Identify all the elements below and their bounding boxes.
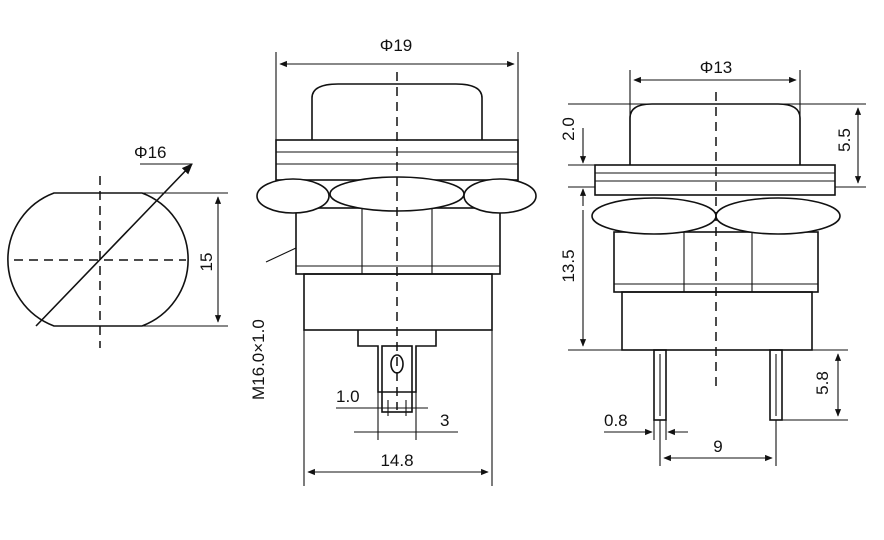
side-view: Φ19 M16.0×1.0 1.0 — [249, 36, 537, 486]
button-cap — [311, 83, 483, 140]
lead-spacing-label: 3 — [440, 411, 449, 430]
hex-nut — [295, 207, 501, 275]
right-button-cap — [629, 103, 801, 165]
right-head-diameter-label: Φ13 — [700, 58, 732, 77]
body-width-label: 14.8 — [380, 451, 413, 470]
pin-spacing-label: 9 — [713, 437, 722, 456]
flat-height-label: 15 — [197, 253, 216, 272]
lead-width-label: 1.0 — [336, 387, 360, 406]
switch-body — [303, 273, 493, 331]
front-view: Φ16 15 — [7, 143, 228, 348]
front-diameter-label: Φ16 — [134, 143, 166, 162]
thread-label: M16.0×1.0 — [249, 319, 268, 400]
cap-height-label: 2.0 — [559, 117, 578, 141]
right-washer-right — [715, 197, 841, 235]
pin-length-label: 5.8 — [813, 371, 832, 395]
pin-thickness-label: 0.8 — [604, 411, 628, 430]
washer-right — [463, 178, 537, 214]
right-flange — [594, 164, 836, 196]
side-head-diameter-label: Φ19 — [380, 36, 412, 55]
head-height-label: 5.5 — [835, 128, 854, 152]
thread-leader — [265, 247, 297, 263]
body-height-label: 13.5 — [559, 249, 578, 282]
flange — [275, 139, 519, 181]
right-washer-left — [591, 197, 717, 235]
washer-left — [256, 178, 330, 214]
right-switch-body — [621, 291, 813, 351]
right-view: Φ13 2.0 13.5 — [559, 58, 866, 466]
front-diameter-leader — [35, 163, 193, 327]
